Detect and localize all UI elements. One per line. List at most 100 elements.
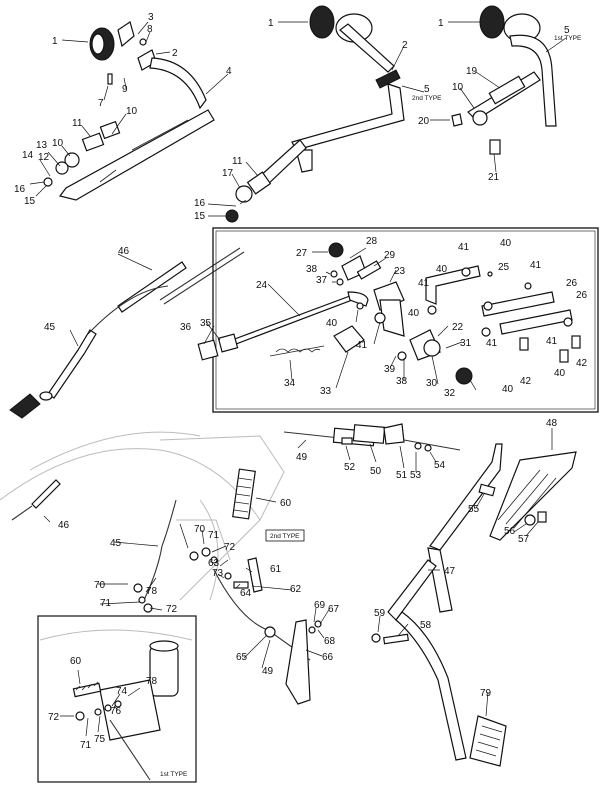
label-11a: 11 xyxy=(72,118,83,129)
label-16a: 16 xyxy=(14,184,26,195)
label-72a: 72 xyxy=(224,542,236,553)
label-71c: 71 xyxy=(80,740,92,751)
label-53: 53 xyxy=(410,470,422,481)
label-63: 63 xyxy=(208,558,220,569)
label-54: 54 xyxy=(434,460,446,471)
label-40b: 40 xyxy=(500,238,512,249)
label-10a: 10 xyxy=(126,106,138,117)
label-41f: 41 xyxy=(546,336,558,347)
label-28: 28 xyxy=(366,236,378,247)
label-21: 21 xyxy=(488,172,500,183)
label-3: 3 xyxy=(148,12,154,23)
label-15a: 15 xyxy=(24,196,36,207)
label-1b: 1 xyxy=(268,18,274,29)
label-45b: 45 xyxy=(110,538,122,549)
label-64: 64 xyxy=(240,588,252,599)
label-46b: 46 xyxy=(58,520,70,531)
label-30: 30 xyxy=(426,378,438,389)
label-24: 24 xyxy=(256,280,268,291)
label-4: 4 xyxy=(226,66,232,77)
label-40f: 40 xyxy=(554,368,566,379)
label-29: 29 xyxy=(384,250,396,261)
label-70a: 70 xyxy=(194,524,206,535)
label-46a: 46 xyxy=(118,246,130,257)
label-72c: 72 xyxy=(48,712,60,723)
label-49a: 49 xyxy=(296,452,308,463)
label-49b: 49 xyxy=(262,666,274,677)
label-5c: 5 xyxy=(564,25,570,36)
label-70b: 70 xyxy=(94,580,106,591)
label-71a: 71 xyxy=(208,530,220,541)
cable-cylinder-assembly xyxy=(283,423,461,472)
label-50: 50 xyxy=(370,466,382,477)
label-41d: 41 xyxy=(530,260,542,271)
label-23: 23 xyxy=(394,266,406,277)
label-40a: 40 xyxy=(326,318,338,329)
label-40c: 40 xyxy=(436,264,448,275)
label-32: 32 xyxy=(444,388,456,399)
label-36: 36 xyxy=(180,322,192,333)
label-38b: 38 xyxy=(396,376,408,387)
label-15b: 15 xyxy=(194,211,206,222)
label-2b: 2 xyxy=(402,40,408,51)
pedal-assembly-right xyxy=(430,5,567,173)
label-2a: 2 xyxy=(172,48,178,59)
label-27: 27 xyxy=(296,248,308,259)
label-13: 13 xyxy=(36,140,48,151)
label-66: 66 xyxy=(322,652,334,663)
label-31: 31 xyxy=(460,338,472,349)
label-25: 25 xyxy=(498,262,510,273)
label-73: 73 xyxy=(212,568,224,579)
label-39: 39 xyxy=(384,364,396,375)
label-11b: 11 xyxy=(232,156,243,167)
label-10b: 10 xyxy=(52,138,64,149)
label-41e: 41 xyxy=(486,338,498,349)
label-79: 79 xyxy=(480,688,492,699)
label-33: 33 xyxy=(320,386,332,397)
label-41c: 41 xyxy=(418,278,430,289)
label-62: 62 xyxy=(290,584,302,595)
label-14: 14 xyxy=(22,150,34,161)
label-78b: 78 xyxy=(146,676,158,687)
label-41b: 41 xyxy=(458,242,470,253)
inset-first-type xyxy=(37,615,197,783)
label-65: 65 xyxy=(236,652,248,663)
label-42a: 42 xyxy=(520,376,532,387)
label-19: 19 xyxy=(466,66,478,77)
label-76: 76 xyxy=(110,706,122,717)
type-tag-2nd-box: 2nd TYPE xyxy=(270,533,300,540)
label-60b: 60 xyxy=(70,656,82,667)
callout-labels: 1 3 8 2 9 7 4 10 11 10 13 12 14 16 15 1 … xyxy=(14,12,588,778)
clutch-pedal-assembly xyxy=(371,428,577,767)
pedal-assembly-left xyxy=(29,21,229,201)
label-17: 17 xyxy=(222,168,234,179)
engine-linkage-area xyxy=(0,431,331,705)
label-10c: 10 xyxy=(452,82,464,93)
label-37: 37 xyxy=(316,275,328,286)
pedal-assembly-middle xyxy=(207,5,425,223)
linkage-box xyxy=(197,227,599,413)
type-tag-2nd: 2nd TYPE xyxy=(412,95,442,102)
label-42b: 42 xyxy=(576,358,588,369)
label-60a: 60 xyxy=(280,498,292,509)
label-56: 56 xyxy=(504,526,516,537)
label-22: 22 xyxy=(452,322,464,333)
label-68: 68 xyxy=(324,636,336,647)
label-20: 20 xyxy=(418,116,430,127)
label-12: 12 xyxy=(38,152,50,163)
label-26b: 26 xyxy=(576,290,588,301)
label-78a: 78 xyxy=(146,586,158,597)
label-1c: 1 xyxy=(438,18,444,29)
type-tag-1st-inset: 1st TYPE xyxy=(160,771,188,778)
label-52: 52 xyxy=(344,462,356,473)
label-16b: 16 xyxy=(194,198,206,209)
label-59: 59 xyxy=(374,608,386,619)
label-58: 58 xyxy=(420,620,432,631)
choke-cable-assembly xyxy=(9,247,245,419)
label-8: 8 xyxy=(147,24,153,35)
label-9: 9 xyxy=(122,84,128,95)
label-5b: 5 xyxy=(424,84,430,95)
label-7: 7 xyxy=(98,98,104,109)
label-51: 51 xyxy=(396,470,408,481)
